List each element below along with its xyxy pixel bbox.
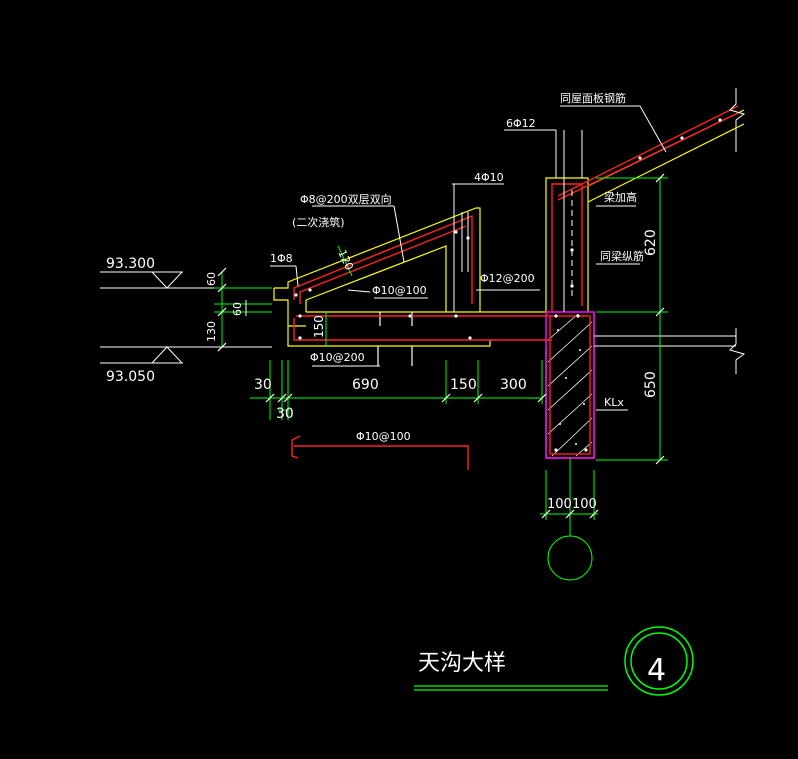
detail-number: 4	[647, 653, 666, 688]
dimension-ticks	[217, 173, 665, 519]
dim-left-60-top: 60	[205, 272, 218, 286]
label-gutter-bottom-distribution: Φ10@100	[372, 284, 427, 297]
dim-left-130: 130	[205, 321, 218, 342]
dim-horiz-150: 150	[450, 377, 477, 393]
label-upstand-bars: 4Φ10	[474, 171, 504, 184]
elevation-marker-top	[100, 271, 272, 289]
leader-lines	[270, 105, 667, 411]
beam-section-hatch	[545, 311, 595, 459]
label-edge-bar: 1Φ8	[270, 252, 293, 265]
dim-horiz-690: 690	[352, 377, 379, 393]
dim-beam-100b: 100	[572, 497, 597, 512]
label-separate-bar: Φ10@100	[356, 430, 411, 443]
dimension-lines	[250, 177, 668, 581]
label-pour-note: (二次浇筑)	[292, 215, 345, 229]
dim-horiz-30a: 30	[254, 377, 272, 393]
label-column-top-bars: 6Φ12	[506, 117, 536, 130]
dim-right-650: 650	[643, 371, 659, 398]
dim-right-620: 620	[643, 229, 659, 256]
label-beam-heightening: 梁加高	[604, 190, 637, 204]
dim-gutter-150: 150	[312, 315, 326, 338]
slab-break-lines	[594, 88, 746, 374]
dim-slope-120: 120	[335, 248, 356, 273]
detail-number-circle	[624, 626, 694, 696]
dim-horiz-300: 300	[500, 377, 527, 393]
rebar-lines	[291, 105, 741, 470]
label-beam-name: KLx	[604, 396, 624, 409]
left-dimension-chain	[214, 272, 272, 347]
dim-horiz-30b: 30	[276, 406, 294, 422]
label-roof-slab-rebar: 同屋面板钢筋	[560, 91, 626, 105]
rebar-dots	[294, 118, 722, 452]
upstand-lines	[452, 129, 583, 312]
drawing-title: 天沟大样	[418, 651, 506, 676]
elevation-marker-bottom	[100, 346, 272, 364]
dim-left-60-mid: 60	[231, 302, 244, 316]
label-slope-slab-mesh: Φ8@200双层双向	[300, 192, 392, 206]
label-beam-longitudinal: 同梁纵筋	[600, 249, 644, 263]
label-gutter-slab-bottom: Φ10@200	[310, 351, 365, 364]
elevation-top-label: 93.300	[106, 256, 155, 272]
title-underline	[414, 685, 608, 691]
label-upstand-stirrup: Φ12@200	[480, 272, 535, 285]
elevation-bottom-label: 93.050	[106, 369, 155, 385]
dim-beam-100a: 100	[547, 497, 572, 512]
